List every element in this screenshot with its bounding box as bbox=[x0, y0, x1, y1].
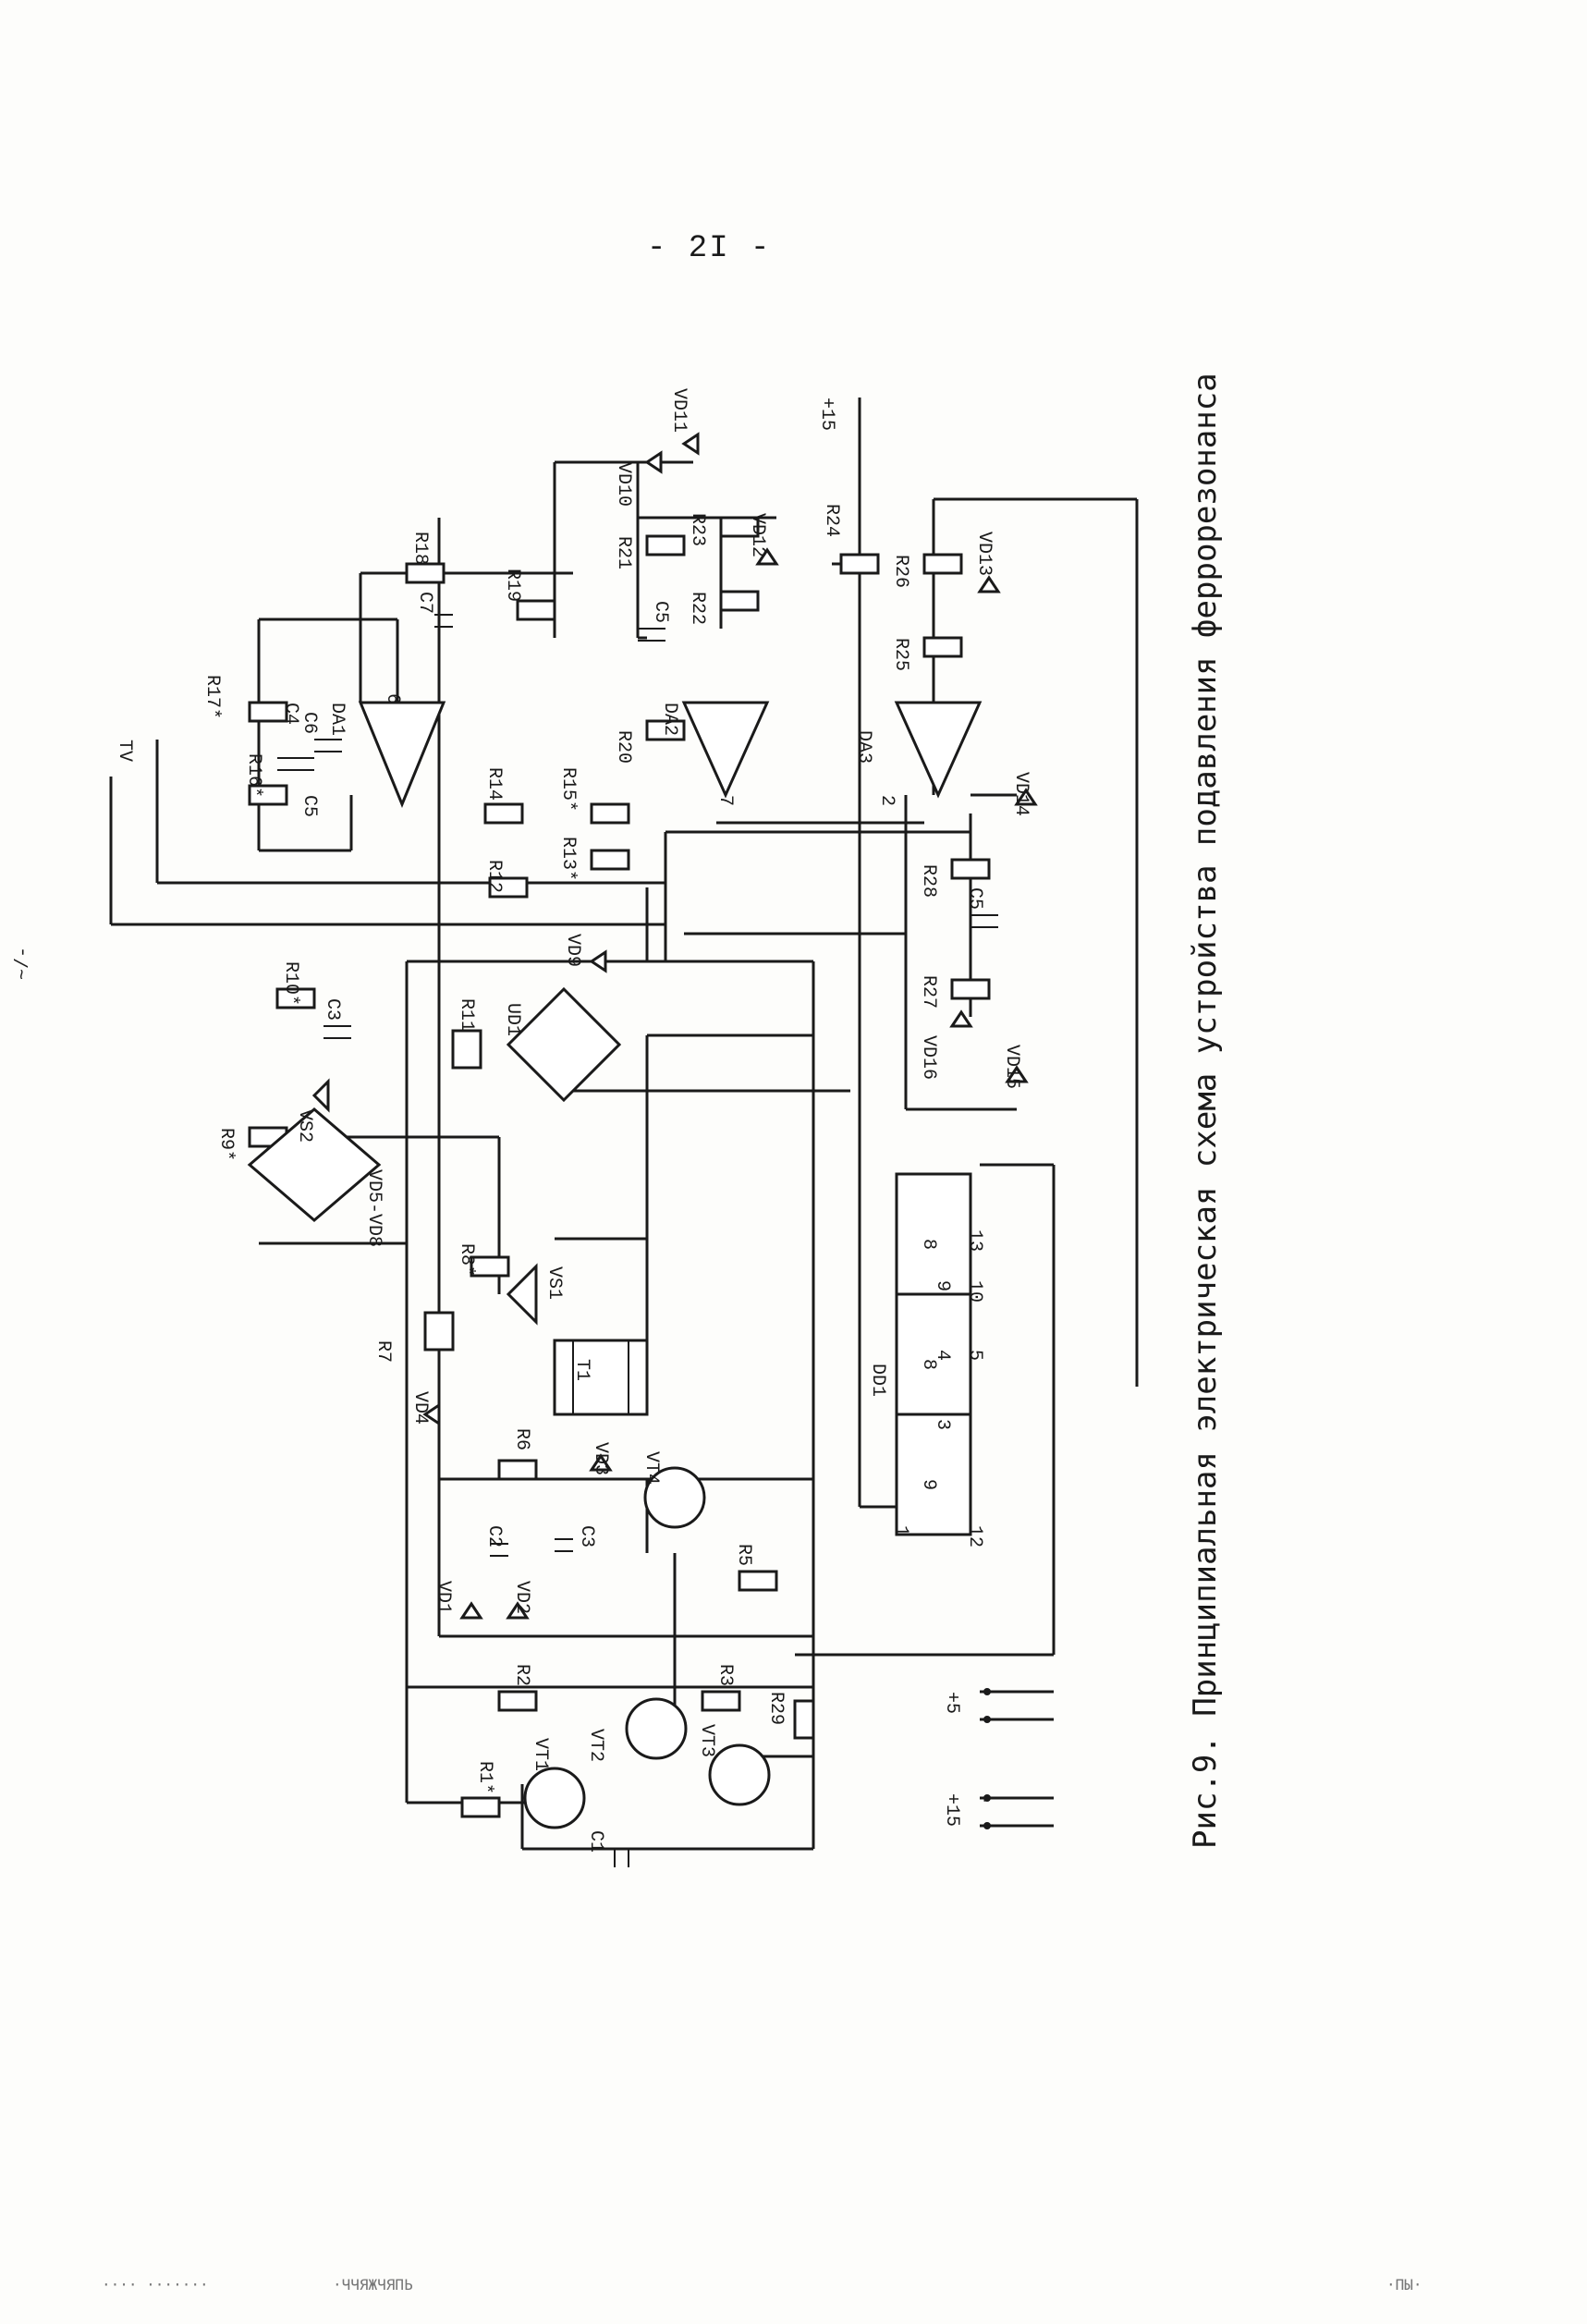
pin-6: 6 bbox=[382, 693, 403, 704]
label-vd2: VD2 bbox=[511, 1581, 532, 1614]
pin-1: 1 bbox=[890, 1525, 911, 1536]
label-plus15-bottom: +15 bbox=[941, 1793, 962, 1827]
footer-noise-left: ···· ······· bbox=[102, 2276, 209, 2293]
label-r8: R8* bbox=[456, 1243, 477, 1277]
pin-12: 12 bbox=[964, 1525, 985, 1547]
pin-7: 7 bbox=[714, 795, 736, 806]
label-c3-b: C3 bbox=[322, 998, 343, 1021]
label-r5: R5 bbox=[733, 1544, 754, 1566]
label-da3: DA3 bbox=[853, 730, 874, 764]
footer-noise-right: ·ПЫ· bbox=[1386, 2276, 1422, 2293]
label-da2: DA2 bbox=[659, 703, 680, 736]
label-r26: R26 bbox=[890, 555, 911, 588]
label-c5: C5 bbox=[299, 795, 320, 817]
figure-caption: Рис.9. Принципиальная электрическая схем… bbox=[1187, 373, 1224, 1849]
label-vs2: VS2 bbox=[294, 1109, 315, 1143]
label-vd10: VD10 bbox=[613, 462, 634, 507]
label-c4: C4 bbox=[280, 703, 301, 725]
supply-terminals bbox=[980, 1688, 1054, 1829]
label-c2: C2 bbox=[483, 1525, 505, 1547]
label-vt2: VT2 bbox=[585, 1729, 606, 1762]
label-vd16: VD16 bbox=[918, 1035, 939, 1080]
label-dd1-block-3: 8 bbox=[918, 1239, 939, 1250]
label-vt3: VT3 bbox=[696, 1724, 717, 1757]
label-vs1: VS1 bbox=[543, 1266, 565, 1300]
label-c5-c: C5 bbox=[964, 887, 985, 910]
label-r15: R15* bbox=[557, 767, 579, 812]
label-r6: R6 bbox=[511, 1428, 532, 1450]
label-c6: C6 bbox=[299, 712, 320, 734]
pin-2: 2 bbox=[876, 795, 897, 806]
label-r19: R19 bbox=[502, 569, 523, 602]
label-r14: R14 bbox=[483, 767, 505, 801]
label-r7: R7 bbox=[372, 1340, 394, 1363]
label-vd14: VD14 bbox=[1010, 772, 1032, 816]
label-r22: R22 bbox=[687, 592, 708, 625]
label-r10: R10* bbox=[280, 961, 301, 1006]
label-r9: R9* bbox=[215, 1128, 237, 1161]
label-vd12: VD12 bbox=[747, 513, 768, 557]
pin-10: 10 bbox=[964, 1280, 985, 1303]
label-c5-b: C5 bbox=[650, 601, 671, 623]
label-r16: R16* bbox=[243, 753, 264, 798]
pin-9: 9 bbox=[932, 1280, 953, 1291]
footer-noise-center: ·ЧЧЯЖЧЯПЬ bbox=[333, 2276, 413, 2293]
label-r1: R1* bbox=[474, 1761, 495, 1794]
label-plus5: +5 bbox=[941, 1692, 962, 1714]
label-plus15: +15 bbox=[816, 398, 837, 431]
label-r20: R20 bbox=[613, 730, 634, 764]
label-r11: R11 bbox=[456, 998, 477, 1032]
pin-13: 13 bbox=[964, 1229, 985, 1252]
label-r17: R17* bbox=[201, 675, 223, 719]
label-dd1-block-1: 9 bbox=[918, 1479, 939, 1490]
label-r29: R29 bbox=[765, 1692, 787, 1725]
label-c3: C3 bbox=[576, 1525, 597, 1547]
pin-5: 5 bbox=[964, 1350, 985, 1361]
label-vd9: VD9 bbox=[562, 934, 583, 967]
margin-mark: ~/- bbox=[13, 947, 34, 980]
label-r28: R28 bbox=[918, 864, 939, 898]
components bbox=[247, 432, 1038, 1867]
label-c1: C1 bbox=[585, 1830, 606, 1853]
label-ud1: UD1 bbox=[502, 1003, 523, 1036]
label-vd13: VD13 bbox=[973, 532, 995, 576]
label-vd11: VD11 bbox=[668, 388, 690, 433]
wires bbox=[109, 398, 1139, 1851]
label-r12: R12 bbox=[483, 860, 505, 893]
label-r3: R3 bbox=[714, 1664, 736, 1686]
label-vd4: VD4 bbox=[409, 1391, 431, 1425]
label-vd15: VD15 bbox=[1001, 1045, 1022, 1089]
label-vd5-vd8: VD5-VD8 bbox=[363, 1169, 385, 1247]
label-r25: R25 bbox=[890, 638, 911, 671]
pin-4: 4 bbox=[932, 1350, 953, 1361]
label-r24: R24 bbox=[821, 504, 842, 537]
label-tv: TV bbox=[114, 740, 135, 762]
label-r2: R2 bbox=[511, 1664, 532, 1686]
label-dd1: DD1 bbox=[867, 1364, 888, 1397]
label-r21: R21 bbox=[613, 536, 634, 569]
label-vd1: VD1 bbox=[433, 1581, 454, 1614]
label-r23: R23 bbox=[687, 513, 708, 546]
label-vt4: VT4 bbox=[641, 1451, 662, 1485]
component-labels: R1* R2 R3 R5 R6 R7 R8* R9* R10* R11 R12 … bbox=[114, 388, 1032, 1853]
label-r18: R18 bbox=[409, 532, 431, 565]
label-dd1-block-2: 8 bbox=[918, 1359, 939, 1370]
label-c7: C7 bbox=[414, 592, 435, 614]
label-da1: DA1 bbox=[326, 703, 348, 736]
label-vd3: VD3 bbox=[590, 1442, 611, 1475]
label-t1: T1 bbox=[571, 1359, 592, 1381]
label-r13: R13* bbox=[557, 837, 579, 881]
pin-3: 3 bbox=[932, 1419, 953, 1430]
page-number: - 2I - bbox=[647, 231, 772, 266]
label-vt1: VT1 bbox=[530, 1738, 551, 1771]
label-r27: R27 bbox=[918, 975, 939, 1009]
